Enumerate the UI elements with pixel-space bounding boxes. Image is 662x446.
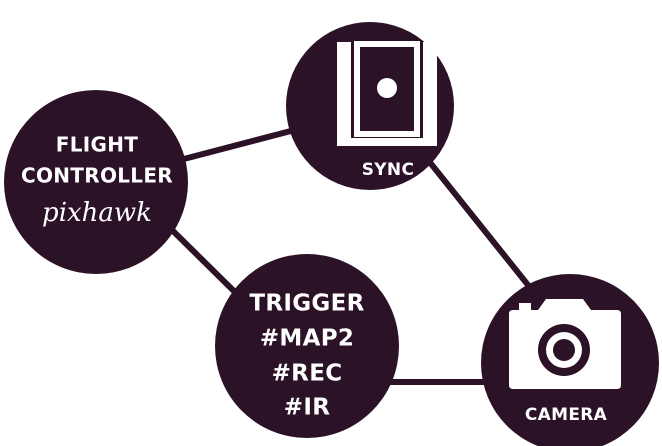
node-trigger-circle [215,254,399,438]
trigger-line1: TRIGGER [249,291,364,317]
brand-pixhawk-logo: pixhawk [42,198,152,228]
trigger-line3: #REC [272,361,343,387]
trigger-line2: #MAP2 [260,326,354,352]
sync-label: SYNC [362,160,414,180]
camera-label: CAMERA [525,405,608,425]
connector-flight-to-trigger [167,225,248,305]
phone-screen-icon [337,41,437,146]
flight-controller-title-line2: CONTROLLER [21,164,173,188]
camera-icon [509,299,621,389]
node-camera: CAMERA [481,274,659,446]
connector-flight-to-sync [177,123,313,163]
node-trigger: TRIGGER #MAP2 #REC #IR [215,254,399,438]
flight-controller-title-line1: FLIGHT [56,133,139,157]
node-flight-controller: FLIGHT CONTROLLER pixhawk [4,90,188,274]
node-flight-controller-circle [4,90,188,274]
node-sync: SYNC [286,22,454,190]
trigger-line4: #IR [284,395,330,421]
connector-sync-to-camera [425,157,543,303]
connectors [167,123,543,385]
